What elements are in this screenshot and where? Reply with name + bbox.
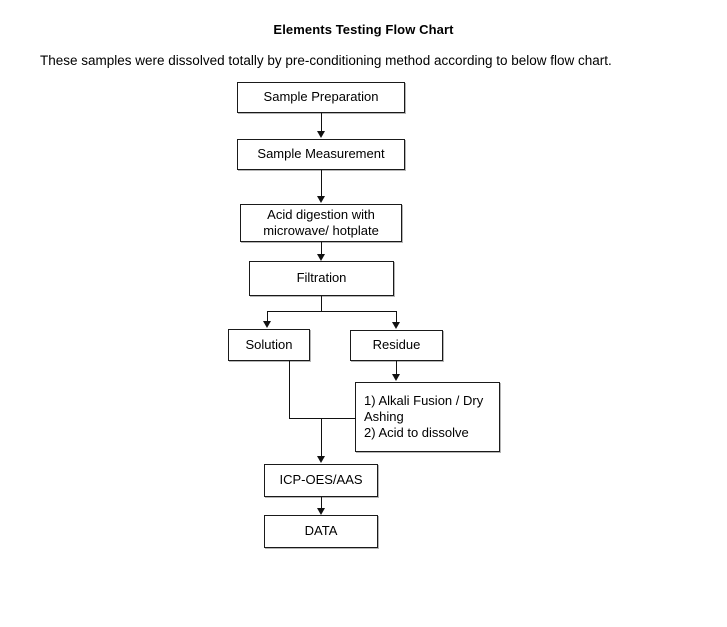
edge-merge-to-icp-arrowhead: [316, 456, 325, 463]
edge-prep-to-measurement-arrowhead: [316, 131, 325, 138]
node-sample-measurement-label: Sample Measurement: [257, 146, 385, 162]
node-acid-digestion-label: Acid digestion with microwave/ hotplate: [263, 206, 379, 238]
node-filtration-label: Filtration: [296, 270, 347, 286]
node-alkali-fusion-label: 1) Alkali Fusion / Dry Ashing 2) Acid to…: [364, 392, 484, 441]
edge-prep-to-measurement-line: [321, 113, 322, 132]
edge-split-to-residue-arrowhead: [391, 322, 400, 329]
edge-icp-to-data-line: [321, 497, 322, 509]
edge-residue-to-alkali-line: [396, 361, 397, 375]
edge-solution-down-line: [289, 361, 290, 418]
edge-split-to-solution-line: [267, 311, 268, 322]
node-sample-preparation: Sample Preparation: [237, 82, 405, 113]
edge-merge-to-icp-line: [321, 418, 322, 457]
page-subtitle: These samples were dissolved totally by …: [40, 53, 612, 68]
node-filtration: Filtration: [249, 261, 394, 296]
edge-acid-to-filtration-arrowhead: [316, 254, 325, 261]
edge-residue-to-alkali-arrowhead: [391, 374, 400, 381]
edge-merge-bus: [289, 418, 356, 419]
edge-icp-to-data-arrowhead: [316, 508, 325, 515]
node-acid-digestion: Acid digestion with microwave/ hotplate: [240, 204, 402, 242]
edge-acid-to-filtration-line: [321, 242, 322, 255]
node-icp-oes-aas: ICP-OES/AAS: [264, 464, 378, 497]
node-sample-preparation-label: Sample Preparation: [263, 89, 379, 105]
node-sample-measurement: Sample Measurement: [237, 139, 405, 170]
node-icp-oes-aas-label: ICP-OES/AAS: [279, 472, 363, 488]
edge-filtration-split-stem: [321, 296, 322, 311]
node-solution-label: Solution: [245, 336, 293, 352]
node-data-label: DATA: [304, 523, 338, 539]
node-residue-label: Residue: [372, 337, 421, 353]
page-title: Elements Testing Flow Chart: [273, 22, 454, 37]
node-alkali-fusion: 1) Alkali Fusion / Dry Ashing 2) Acid to…: [355, 382, 500, 452]
node-solution: Solution: [228, 329, 310, 361]
edge-measurement-to-acid-line: [321, 170, 322, 197]
edge-split-to-solution-arrowhead: [262, 321, 271, 328]
node-residue: Residue: [350, 330, 443, 361]
edge-split-to-residue-line: [396, 311, 397, 323]
edge-measurement-to-acid-arrowhead: [316, 196, 325, 203]
edge-filtration-split-bus: [267, 311, 397, 312]
node-data: DATA: [264, 515, 378, 548]
